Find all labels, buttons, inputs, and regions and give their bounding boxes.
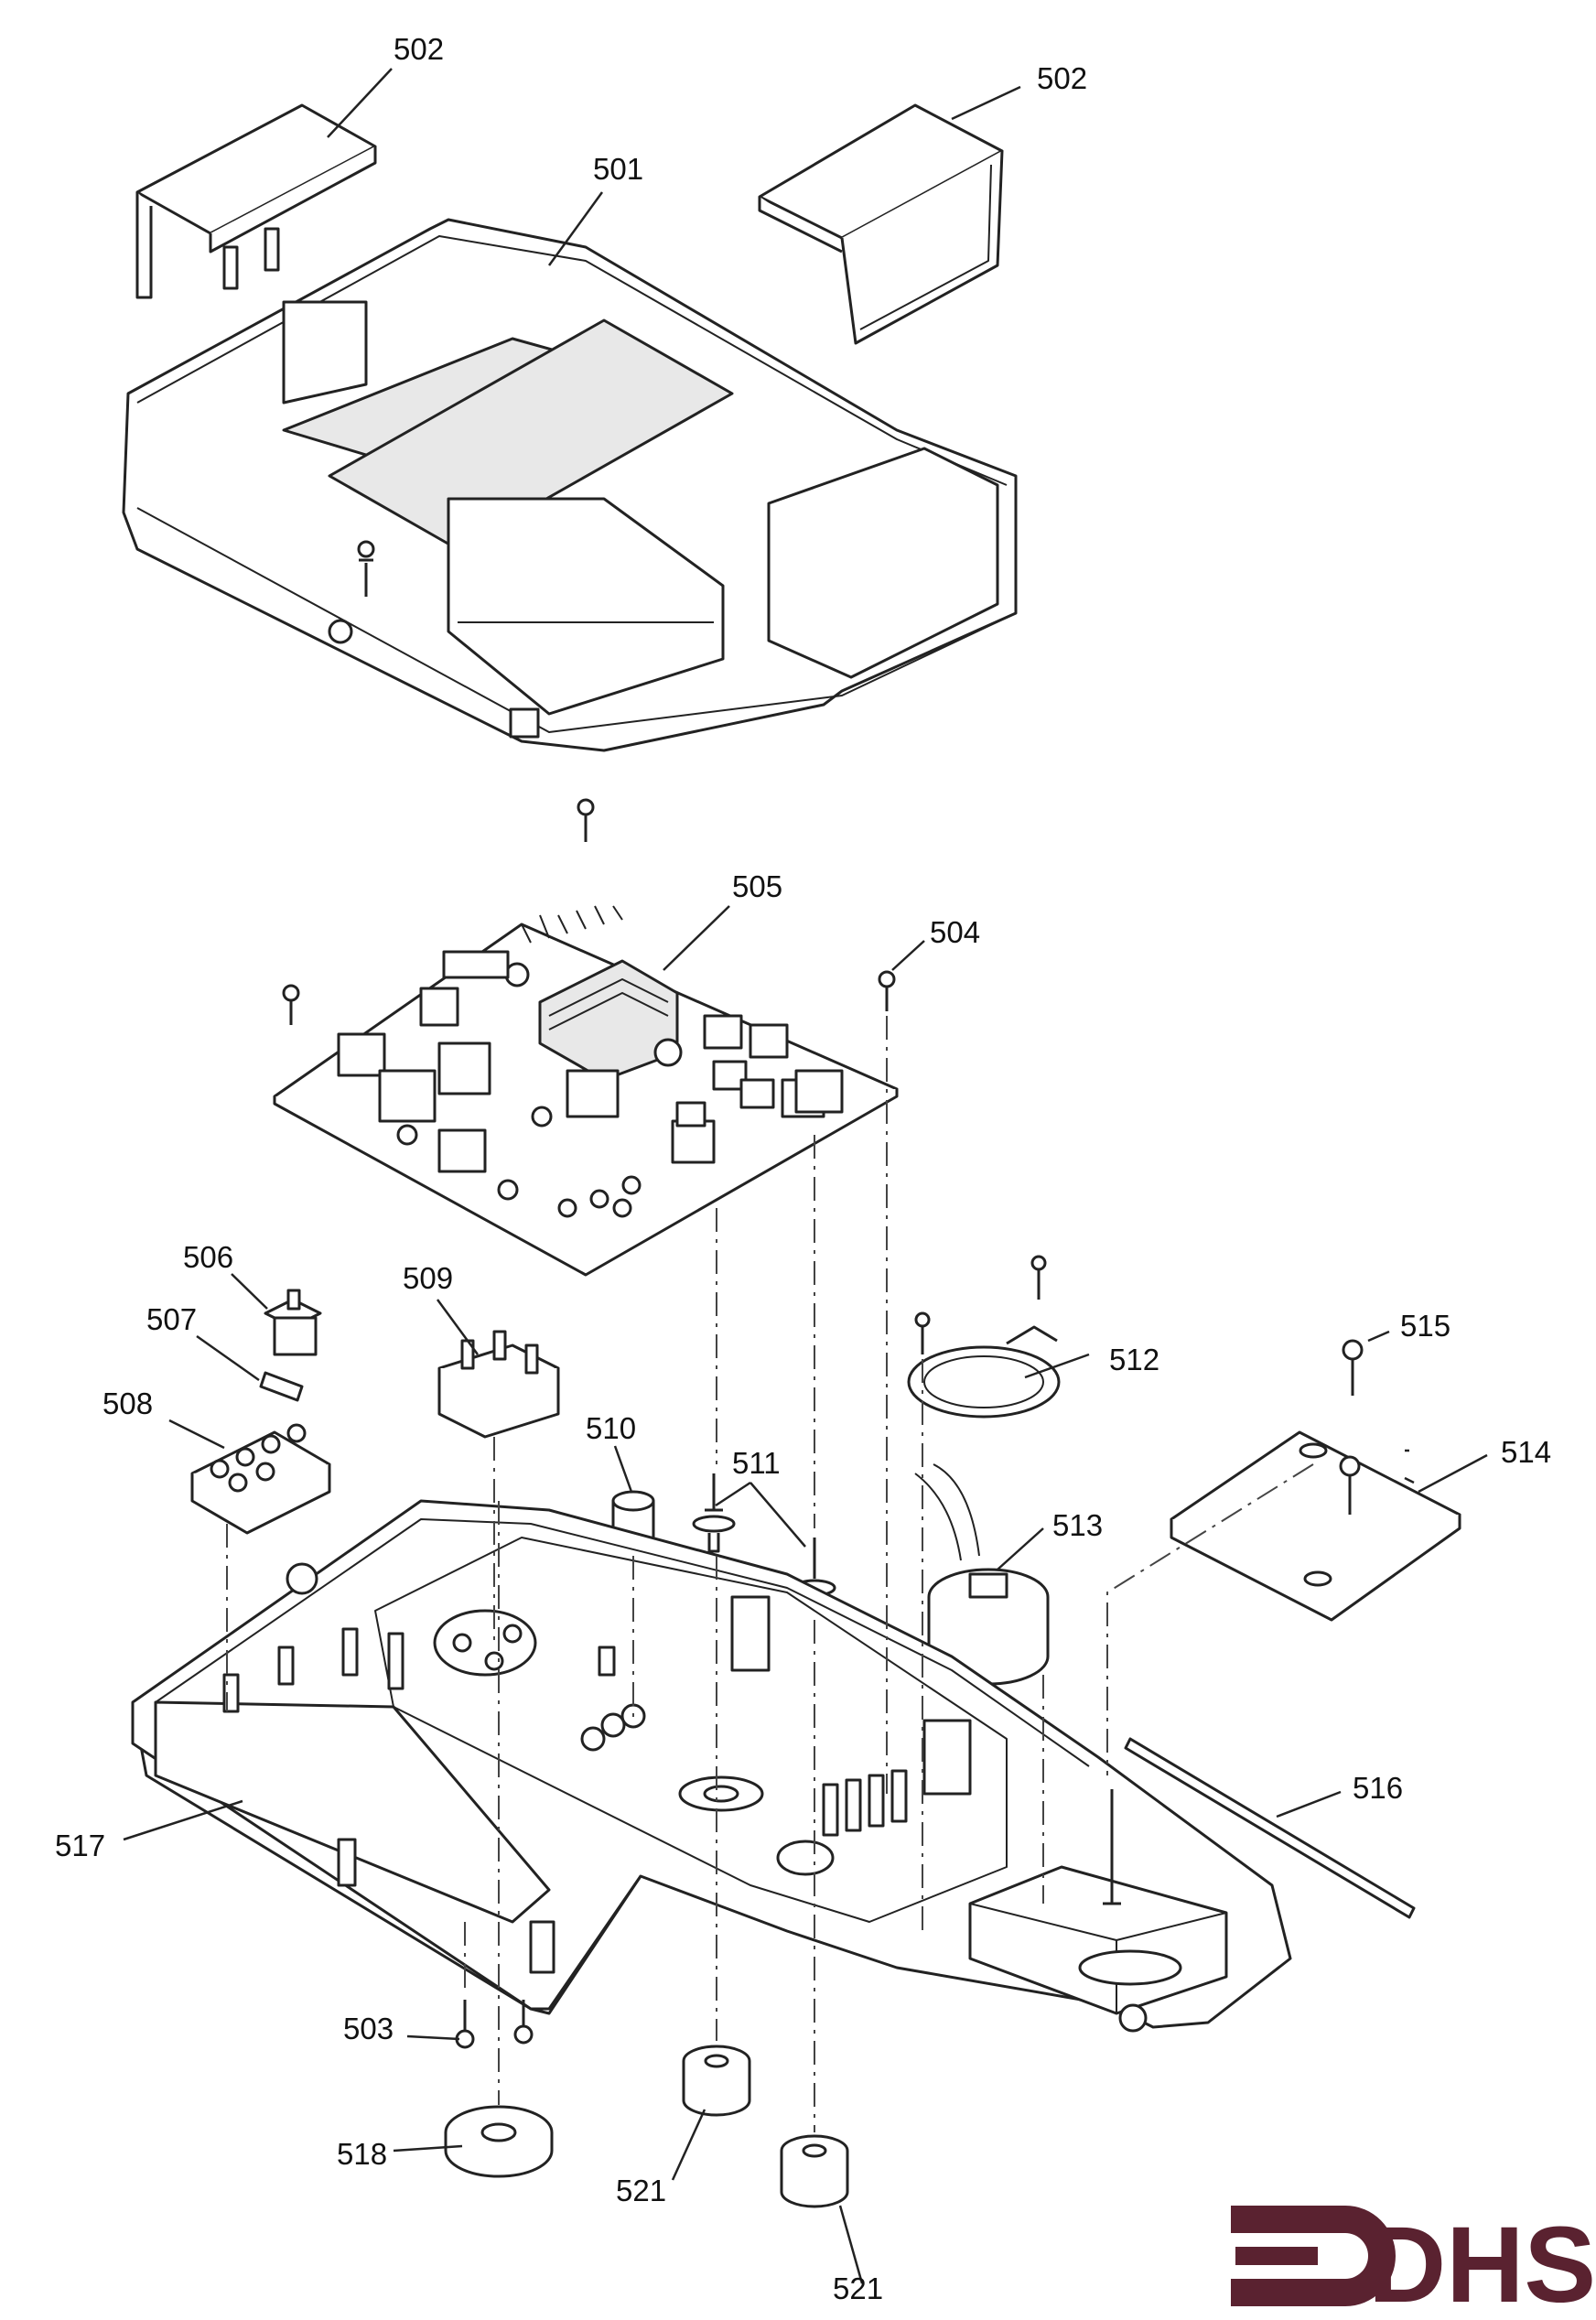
assembly-guide-lines bbox=[226, 1016, 1314, 2132]
label-504: 504 bbox=[930, 915, 980, 949]
dhs-logo: DHS bbox=[1231, 2205, 1596, 2320]
part-labels: 502 502 501 505 504 506 507 508 509 510 … bbox=[55, 32, 1551, 2305]
label-521-right: 521 bbox=[833, 2271, 883, 2305]
label-515: 515 bbox=[1400, 1309, 1450, 1343]
label-507: 507 bbox=[146, 1302, 197, 1336]
switch-506 bbox=[264, 1289, 322, 1356]
side-panel-502-left bbox=[135, 103, 377, 299]
foot-521-right bbox=[780, 2134, 849, 2208]
label-511: 511 bbox=[732, 1446, 781, 1480]
label-521-left: 521 bbox=[616, 2174, 666, 2207]
side-panel-502-right bbox=[758, 103, 1004, 345]
label-508: 508 bbox=[102, 1387, 153, 1420]
label-509: 509 bbox=[403, 1261, 453, 1295]
label-517: 517 bbox=[55, 1829, 105, 1862]
screw-504-center bbox=[577, 798, 595, 842]
label-514: 514 bbox=[1501, 1435, 1551, 1469]
foot-521-left bbox=[682, 2045, 751, 2117]
dhs-logo-text: DHS bbox=[1368, 2205, 1596, 2320]
fuse-507 bbox=[259, 1371, 304, 1402]
label-501: 501 bbox=[593, 152, 643, 186]
label-503: 503 bbox=[343, 2012, 394, 2045]
spacer-511-left bbox=[692, 1473, 736, 1553]
ring-bracket-512 bbox=[907, 1255, 1061, 1419]
label-516: 516 bbox=[1353, 1771, 1403, 1805]
circuit-board-505 bbox=[273, 540, 899, 1277]
label-502-left: 502 bbox=[394, 32, 444, 66]
label-505: 505 bbox=[732, 869, 782, 903]
dhs-logo-arrow-mark bbox=[1231, 2206, 1396, 2306]
foot-518 bbox=[444, 2105, 554, 2178]
screw-504-right bbox=[878, 970, 896, 1011]
screw-504-left bbox=[282, 984, 300, 1025]
label-513: 513 bbox=[1052, 1508, 1103, 1542]
leader-lines bbox=[123, 68, 1488, 2284]
terminal-block-508 bbox=[190, 1423, 331, 1535]
label-510: 510 bbox=[586, 1411, 636, 1445]
top-cover-501 bbox=[122, 218, 1018, 752]
screw-515 bbox=[1339, 1339, 1364, 1515]
rod-516 bbox=[1124, 1737, 1416, 1919]
relay-509 bbox=[437, 1330, 560, 1439]
cover-plate-514 bbox=[1170, 1430, 1461, 1622]
base-housing-517 bbox=[131, 1499, 1292, 2033]
label-502-right: 502 bbox=[1037, 61, 1087, 95]
label-506: 506 bbox=[183, 1240, 233, 1274]
label-518: 518 bbox=[337, 2137, 387, 2171]
screw-503 bbox=[455, 2000, 534, 2049]
label-512: 512 bbox=[1109, 1343, 1159, 1376]
